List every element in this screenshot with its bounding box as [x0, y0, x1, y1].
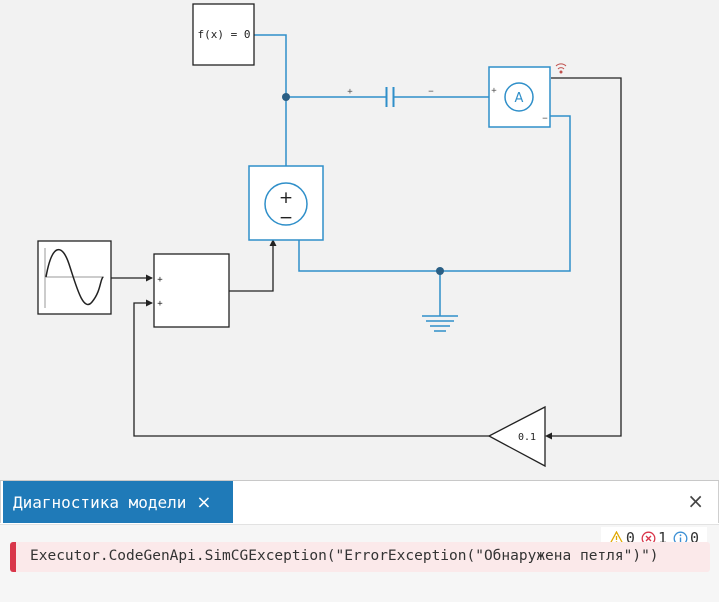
ammeter-label: A [515, 91, 524, 106]
ammeter-block[interactable]: A + − [488, 66, 551, 128]
panel-close-icon[interactable]: × [687, 489, 704, 513]
wire-sum-to-source[interactable] [229, 243, 274, 292]
capacitor-plus-label: + [347, 87, 353, 97]
warnings-count: 0 [625, 529, 635, 547]
arrowheads [146, 239, 552, 440]
signal-probe-icon[interactable] [555, 63, 567, 74]
error-severity-bar [10, 542, 16, 572]
ground-icon[interactable] [422, 315, 458, 332]
source-plus-label: + [279, 188, 293, 208]
ammeter-minus-label: − [542, 114, 548, 124]
wire-func-to-node[interactable] [254, 34, 287, 166]
capacitor-minus-label: − [428, 87, 434, 97]
diagnostics-header: Диагностика модели × × [0, 481, 719, 523]
gain-block[interactable]: 0.1 [487, 405, 546, 468]
sine-wave-block[interactable] [37, 240, 112, 315]
message-row[interactable]: Executor.CodeGenApi.SimCGException("Erro… [10, 542, 710, 572]
sum-block[interactable]: + + [153, 253, 230, 328]
diagnostics-tab-title: Диагностика модели [13, 492, 187, 512]
errors-count: 1 [657, 529, 667, 547]
gain-label: 0.1 [518, 432, 536, 443]
function-block[interactable]: f(x) = 0 [192, 3, 255, 66]
wire-gain-to-sum[interactable] [133, 302, 489, 437]
sum-input-1-label: + [157, 275, 163, 285]
ammeter-plus-label: + [491, 86, 497, 96]
info-count: 0 [689, 529, 699, 547]
diagnostics-panel: Диагностика модели × × 0 1 [0, 480, 719, 602]
tab-close-icon[interactable]: × [196, 491, 212, 513]
signal-wires [111, 77, 622, 437]
junction-node-bottom [436, 267, 444, 275]
function-block-label: f(x) = 0 [198, 28, 251, 41]
source-minus-label: − [279, 208, 293, 228]
sine-wave-icon [45, 248, 104, 306]
wire-return[interactable] [298, 115, 571, 272]
capacitor-block[interactable]: + − [347, 87, 434, 107]
message-text: Executor.CodeGenApi.SimCGException("Erro… [30, 548, 659, 564]
diagnostics-tab[interactable]: Диагностика модели × [3, 481, 233, 523]
junction-nodes [282, 93, 444, 275]
junction-node-top [282, 93, 290, 101]
wire-ammeter-to-gain[interactable] [549, 77, 622, 437]
model-canvas[interactable]: + − f(x) = 0 + − A + − [0, 0, 719, 480]
voltage-source-block[interactable]: + − [248, 165, 324, 241]
sum-input-2-label: + [157, 299, 163, 309]
diagnostics-body: 0 1 0 Executor.CodeGenAp [0, 524, 719, 602]
electrical-wires [254, 34, 571, 316]
voltage-source-icon [264, 182, 308, 226]
